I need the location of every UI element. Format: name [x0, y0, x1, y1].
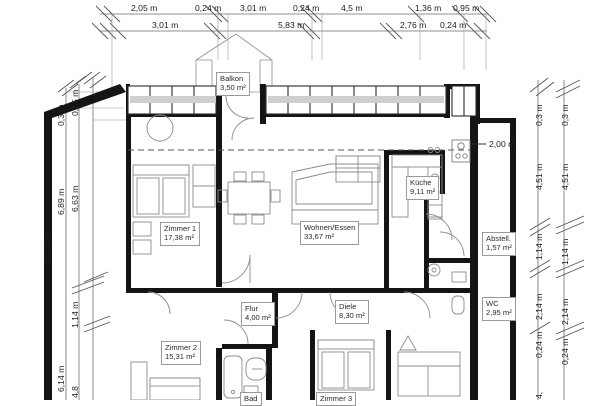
furniture-zimmer2	[130, 361, 201, 400]
dim-left-0-3: 0,3 m	[56, 104, 66, 127]
dim-top-7: 0,95 m	[453, 3, 480, 13]
room-name: WC	[486, 299, 499, 308]
furniture-dining-table	[217, 171, 281, 225]
callout-ceiling-height: 2,00 m	[489, 139, 516, 149]
dim-top2-4: 0,24 m	[440, 20, 467, 30]
dim-top-1: 2,05 m	[131, 3, 158, 13]
dim-top2-1: 3,01 m	[152, 20, 179, 30]
dim-right2-0-3: 0,3 m	[560, 104, 570, 127]
dim-left-6-14: 6,14 m	[56, 365, 66, 392]
dim-right2-0-24: 0,24 m	[560, 338, 570, 365]
dim-top2-3: 2,76 m	[400, 20, 427, 30]
room-name: Wohnen/Essen	[304, 223, 356, 232]
room-area: 3,50 m²	[220, 83, 246, 93]
dim-top-2: 0,24 m	[195, 3, 222, 13]
room-area: 33,67 m²	[304, 232, 334, 242]
balcony-shadow	[130, 96, 444, 103]
room-label-wc[interactable]: WC 2,95 m²	[482, 297, 516, 321]
furniture-living-shelf	[335, 155, 381, 183]
room-area: 17,38 m²	[164, 233, 194, 243]
room-label-balkon[interactable]: Balkon 3,50 m²	[216, 72, 250, 96]
furniture-living-sofa	[291, 163, 379, 225]
appliance-fridge	[451, 139, 471, 163]
dim-left-1-14: 1,14 m	[70, 301, 80, 328]
furniture-zimmer1	[132, 164, 190, 255]
room-area: 9,11 m²	[410, 187, 436, 197]
furniture-zimmer3	[317, 339, 375, 391]
dim-right-0-24: 0,24 m	[534, 331, 544, 358]
dim-top-3: 3,01 m	[240, 3, 267, 13]
room-label-flur[interactable]: Flur 4,00 m²	[241, 302, 275, 326]
room-label-kueche[interactable]: Küche 9,11 m²	[406, 176, 440, 200]
dimension-lines-left	[57, 71, 128, 400]
dim-top2-2: 5,83 m	[278, 20, 305, 30]
room-name: Diele	[339, 302, 357, 311]
window-band-far-right	[451, 85, 477, 117]
dim-top-4: 0,24 m	[293, 3, 320, 13]
dim-right2-1-14: 1,14 m	[560, 238, 570, 265]
room-name: Flur	[245, 304, 259, 313]
room-name: Abstell.	[486, 234, 511, 243]
furniture-wc	[427, 263, 467, 315]
dim-left-0-55: 0,55 m	[70, 89, 80, 116]
dim-right2-4-51: 4,51 m	[560, 163, 570, 190]
room-label-diele[interactable]: Diele 8,30 m²	[335, 300, 369, 324]
furniture-lower-right	[397, 335, 461, 397]
room-area: 2,95 m²	[486, 308, 512, 318]
room-label-zimmer-3[interactable]: Zimmer 3	[316, 392, 357, 406]
room-label-abstell[interactable]: Abstell. 1,57 m²	[482, 232, 516, 256]
dim-right-4: 4,	[534, 391, 544, 399]
dim-left-4-8: 4,8	[70, 386, 80, 398]
dim-right-4-51: 4,51 m	[534, 163, 544, 190]
room-label-zimmer-1[interactable]: Zimmer 1 17,38 m²	[160, 222, 201, 246]
room-label-zimmer-2[interactable]: Zimmer 2 15,31 m²	[161, 341, 202, 365]
dim-right2-2-14: 2,14 m	[560, 298, 570, 325]
room-area: 8,30 m²	[339, 311, 365, 321]
room-label-wohnen-essen[interactable]: Wohnen/Essen 33,67 m²	[300, 221, 360, 245]
room-area: 4,00 m²	[245, 313, 271, 323]
dim-right-2-14: 2,14 m	[534, 293, 544, 320]
dim-top-6: 1,36 m	[415, 3, 442, 13]
dimension-lines-top	[91, 5, 497, 92]
room-name: Zimmer 1	[164, 224, 197, 233]
dim-left-6-63: 6,63 m	[70, 185, 80, 212]
dim-left-6-89: 6,89 m	[56, 188, 66, 215]
dim-right-0-3: 0,3 m	[534, 104, 544, 127]
room-name: Balkon	[220, 74, 244, 83]
room-name: Küche	[410, 178, 432, 187]
dim-left-13-74: 13,74 m	[42, 230, 52, 262]
dim-top-5: 4,5 m	[341, 3, 363, 13]
room-name: Zimmer 3	[320, 394, 353, 403]
dimension-lines-right	[529, 77, 585, 400]
exterior-walls	[44, 84, 516, 400]
door-swings	[146, 95, 465, 345]
furniture-closet-zimmer1	[192, 164, 216, 208]
room-area: 1,57 m²	[486, 243, 512, 253]
room-name: Zimmer 2	[165, 343, 198, 352]
room-label-bad[interactable]: Bad	[240, 392, 262, 406]
dim-right-1-14: 1,14 m	[534, 233, 544, 260]
room-name: Bad	[244, 394, 258, 403]
room-area: 15,31 m²	[165, 352, 195, 362]
